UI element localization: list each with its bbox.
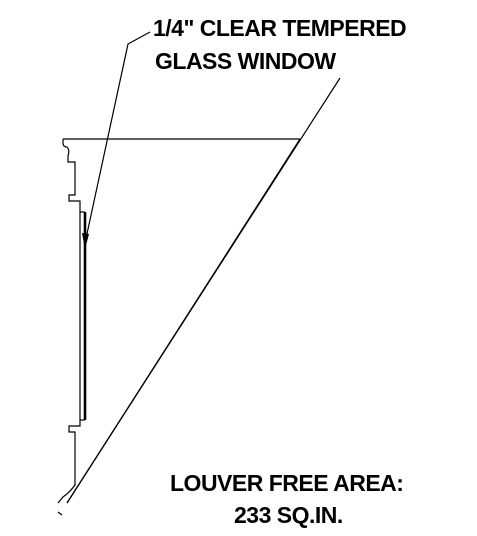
free-area-callout-line1: LOUVER FREE AREA:	[170, 470, 404, 496]
leader-arrowhead	[82, 233, 89, 249]
glass-window-callout-line2: GLASS WINDOW	[155, 48, 336, 74]
free-area-leader	[66, 77, 341, 504]
glass-window-leader	[84, 31, 151, 244]
glass-window-callout-line1: 1/4" CLEAR TEMPERED	[153, 15, 407, 41]
free-area-callout-line2: 233 SQ.IN.	[234, 502, 343, 528]
frame-profile	[57, 139, 81, 504]
